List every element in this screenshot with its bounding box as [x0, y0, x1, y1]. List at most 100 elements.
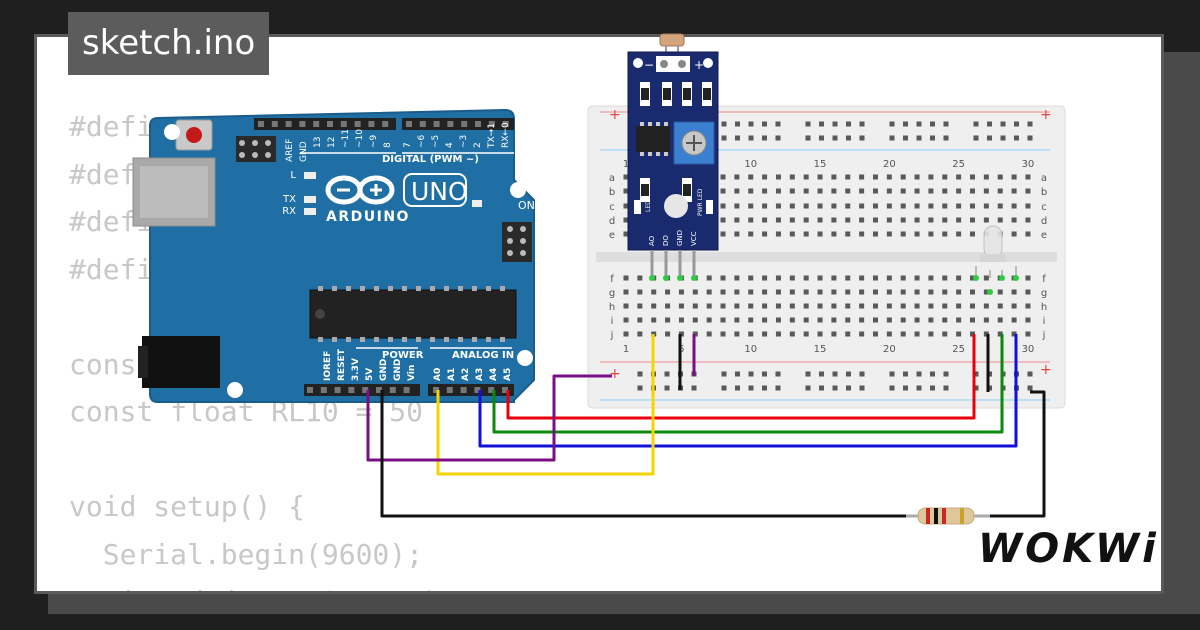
header-pin[interactable]	[376, 387, 382, 393]
row-letter: g	[609, 288, 615, 299]
breadboard-hole	[956, 331, 962, 337]
icsp-pin	[520, 250, 526, 256]
breadboard-hole	[900, 303, 906, 309]
breadboard-hole	[623, 289, 629, 295]
rail-hole	[889, 385, 895, 391]
header-pin[interactable]	[368, 121, 375, 127]
breadboard-hole	[1025, 217, 1031, 223]
header-pin[interactable]	[403, 387, 410, 393]
chip-pin	[486, 337, 491, 342]
header-pin[interactable]	[327, 121, 333, 127]
header-pin[interactable]	[447, 121, 454, 127]
breadboard-hole	[970, 303, 975, 309]
breadboard-hole	[748, 303, 754, 309]
header-pin[interactable]	[320, 387, 327, 393]
breadboard-hole	[997, 174, 1003, 180]
breadboard-hole	[983, 217, 989, 223]
pin-indicator	[691, 275, 697, 281]
header-pin[interactable]	[313, 121, 320, 127]
breadboard-hole	[748, 217, 754, 223]
chip-pin	[640, 122, 644, 126]
header-pin[interactable]	[340, 121, 347, 127]
breadboard-hole	[817, 203, 823, 209]
header-pin[interactable]	[362, 387, 369, 393]
rail-plus-label: +	[1040, 362, 1052, 378]
header-pin[interactable]	[285, 121, 292, 127]
breadboard-hole	[789, 203, 795, 209]
rail-hole	[762, 135, 767, 141]
header-pin[interactable]	[299, 121, 306, 127]
breadboard-hole	[748, 203, 754, 209]
breadboard-hole	[665, 289, 671, 295]
reset-button-cap	[186, 127, 202, 143]
header-pin[interactable]	[460, 387, 467, 393]
header-pin[interactable]	[474, 387, 481, 393]
breadboard-hole	[956, 188, 962, 194]
header-pin[interactable]	[389, 387, 396, 393]
header-pin[interactable]	[502, 387, 508, 393]
row-letter: c	[1041, 202, 1047, 213]
header-pin[interactable]	[348, 387, 355, 393]
header-pin[interactable]	[446, 387, 453, 393]
breadboard-hole	[762, 303, 768, 309]
breadboard-hole	[845, 174, 851, 180]
breadboard-hole	[623, 303, 629, 309]
breadboard-hole	[970, 317, 975, 323]
row-letter: a	[609, 173, 615, 184]
header-pin[interactable]	[354, 121, 361, 127]
header-pin[interactable]	[488, 387, 495, 393]
header-pin[interactable]	[475, 121, 481, 127]
breadboard-hole	[1025, 275, 1031, 281]
breadboard-hole	[1011, 289, 1017, 295]
icsp-pin	[239, 140, 245, 146]
header-pin[interactable]	[461, 121, 468, 127]
header-pin[interactable]	[433, 121, 440, 127]
breadboard-hole	[942, 203, 948, 209]
rail-hole	[735, 385, 740, 391]
resistor-band	[934, 508, 938, 524]
breadboard-hole	[886, 217, 892, 223]
header-pin[interactable]	[382, 121, 389, 127]
breadboard-hole	[956, 217, 962, 223]
rail-hole	[973, 135, 979, 141]
rail-hole	[832, 135, 838, 141]
resistor-band	[942, 508, 946, 524]
rgb-led-body	[983, 225, 1003, 259]
breadboard-hole	[678, 289, 684, 295]
breadboard-hole	[734, 188, 740, 194]
breadboard-hole	[762, 188, 768, 194]
pin-indicator	[999, 275, 1005, 281]
breadboard-hole	[775, 289, 781, 295]
sketch-tab[interactable]: sketch.ino	[68, 12, 270, 75]
breadboard-hole	[1011, 174, 1017, 180]
header-pin[interactable]	[502, 121, 509, 127]
breadboard-hole	[872, 289, 878, 295]
breadboard-hole	[1011, 303, 1017, 309]
breadboard-hole	[914, 303, 920, 309]
header-pin[interactable]	[488, 121, 495, 127]
rail-hole	[832, 385, 838, 391]
header-pin[interactable]	[307, 387, 313, 393]
icsp-pin	[265, 152, 271, 158]
column-number: 20	[883, 344, 896, 355]
header-pin[interactable]	[433, 387, 439, 393]
breadboard-hole	[831, 275, 837, 281]
header-pin[interactable]	[419, 121, 426, 127]
breadboard-hole	[803, 317, 809, 323]
digital-pin-label: ~6	[417, 134, 427, 148]
header-pin[interactable]	[258, 121, 264, 127]
rail-hole	[762, 371, 767, 377]
header-pin[interactable]	[406, 121, 412, 127]
header-pin[interactable]	[334, 387, 341, 393]
breadboard-hole	[859, 217, 865, 223]
breadboard-hole	[1011, 188, 1017, 194]
breadboard-hole	[748, 317, 754, 323]
breadboard-hole	[928, 303, 934, 309]
rail-hole	[916, 371, 922, 377]
ldr-socket-hole	[660, 60, 668, 68]
breadboard-hole	[789, 289, 795, 295]
rail-hole	[987, 135, 992, 141]
header-pin[interactable]	[271, 121, 278, 127]
breadboard-hole	[762, 317, 768, 323]
breadboard-hole	[914, 217, 920, 223]
